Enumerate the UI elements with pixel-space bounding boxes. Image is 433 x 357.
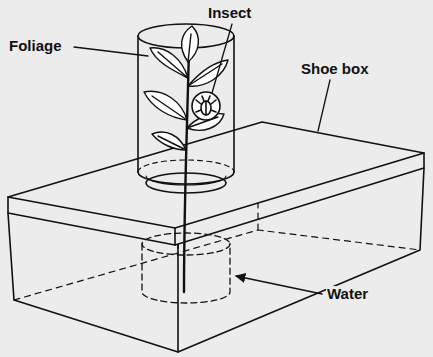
leader-lines — [74, 24, 330, 294]
shoe-box — [8, 122, 424, 352]
plant-foliage — [144, 26, 228, 292]
part-label: Insect — [207, 5, 252, 22]
part-label: Foliage — [8, 38, 63, 55]
insect — [192, 92, 220, 120]
part-label: Shoe box — [300, 61, 370, 78]
part-label: Water — [326, 286, 369, 303]
water-container — [142, 233, 230, 303]
